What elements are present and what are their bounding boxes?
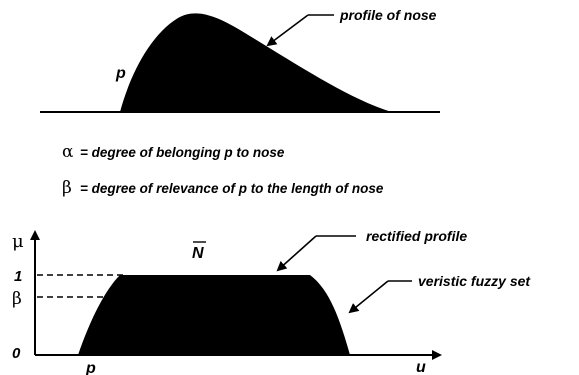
alpha-symbol: α [62,142,74,162]
nose-profile-shape [120,13,392,113]
rectified-profile-label: rectified profile [366,228,467,244]
definitions: α = degree of belonging p to nose β = de… [62,142,384,198]
rectified-arrow [276,235,317,272]
profile-of-nose-label: profile of nose [339,7,437,23]
beta-symbol: β [62,178,72,198]
point-p-marker [136,67,148,79]
veristic-fuzzy-set-label: veristic fuzzy set [418,273,531,289]
nose-profile-figure: p profile of nose [40,7,440,113]
point-p-label: p [115,65,126,82]
beta-definition: = degree of relevance of p to the length… [80,181,384,196]
tick-label-one: 1 [14,268,22,285]
y-axis-label-mu: μ [12,231,24,252]
tick-label-beta: β [12,289,22,309]
point-p-axis-label: p [85,360,96,375]
alpha-definition: = degree of belonging p to nose [80,145,285,160]
veristic-arrow [348,280,389,314]
veristic-plot: μ u 1 β 0 p N rectified profile veristic… [12,228,531,375]
veristic-fuzzy-set-shape [78,275,350,355]
x-axis-label-u: u [416,359,426,375]
set-label-n: N [192,245,204,262]
profile-arrow [266,14,309,47]
tick-label-zero: 0 [12,345,21,362]
